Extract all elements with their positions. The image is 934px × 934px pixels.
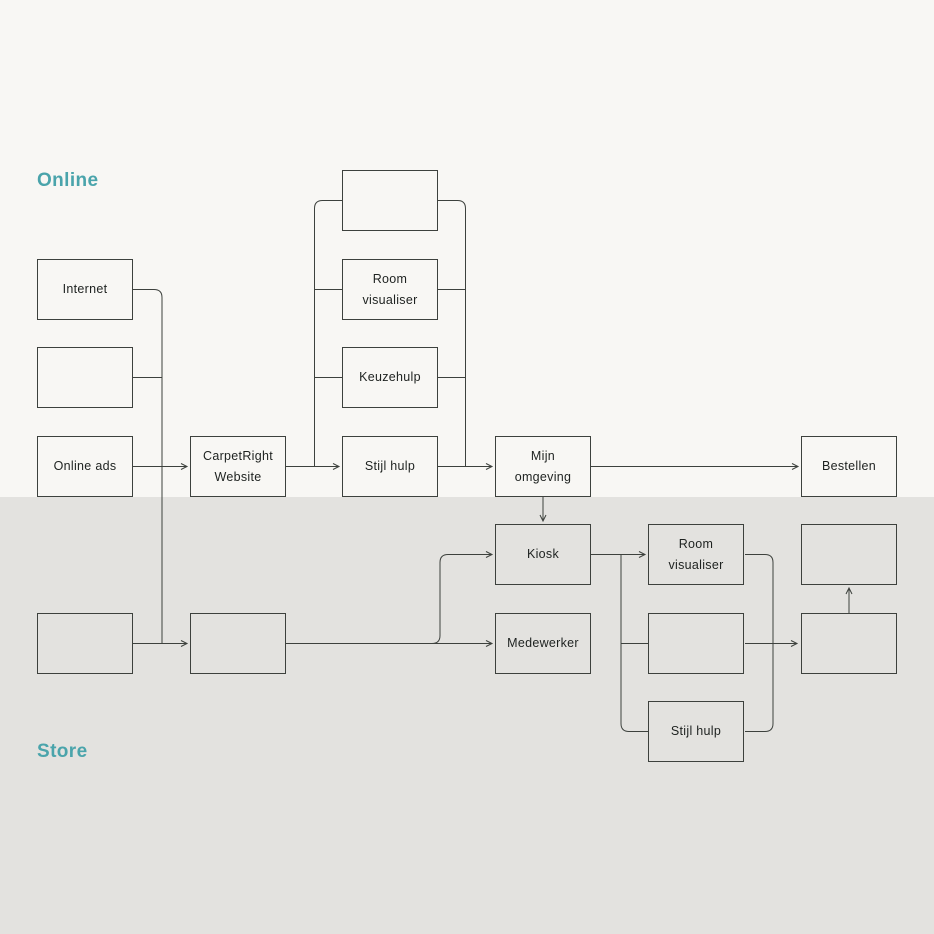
connector-internet-to-store-rail (133, 289, 163, 643)
node-empty-store-mid[interactable] (648, 613, 744, 674)
node-empty-store-top-right[interactable] (801, 524, 897, 585)
rail-online-right (438, 200, 466, 466)
node-internet[interactable]: Internet (37, 259, 133, 320)
node-empty-top[interactable] (342, 170, 438, 231)
node-mijn-omgeving[interactable]: Mijn omgeving (495, 436, 591, 497)
node-empty-store-right[interactable] (801, 613, 897, 674)
node-stijl-hulp-online[interactable]: Stijl hulp (342, 436, 438, 497)
store-section-background (0, 497, 934, 934)
node-room-visualiser-store-label: Room visualiser (668, 536, 724, 572)
node-stijl-hulp-store[interactable]: Stijl hulp (648, 701, 744, 762)
node-mijn-omgeving-label: Mijn omgeving (514, 448, 572, 484)
node-kiosk[interactable]: Kiosk (495, 524, 591, 585)
node-kiosk-label: Kiosk (526, 547, 560, 562)
node-empty-store-mid-left[interactable] (190, 613, 286, 674)
node-online-ads[interactable]: Online ads (37, 436, 133, 497)
node-bestellen-label: Bestellen (821, 459, 877, 474)
node-keuzehulp[interactable]: Keuzehulp (342, 347, 438, 408)
node-stijl-hulp-store-label: Stijl hulp (670, 724, 722, 739)
node-stijl-hulp-online-label: Stijl hulp (364, 459, 416, 474)
node-empty-store-left[interactable] (37, 613, 133, 674)
node-medewerker-label: Medewerker (507, 636, 579, 651)
node-carpetright-website[interactable]: CarpetRight Website (190, 436, 286, 497)
node-room-visualiser-online[interactable]: Room visualiser (342, 259, 438, 320)
node-room-visualiser-store[interactable]: Room visualiser (648, 524, 744, 585)
online-section-label: Online (37, 170, 99, 191)
rail-kiosk-down-to-stijl-hulp (620, 554, 648, 732)
node-room-visualiser-online-label: Room visualiser (362, 271, 418, 307)
store-section-label: Store (37, 741, 88, 762)
node-empty-online-left[interactable] (37, 347, 133, 408)
rail-online-left (314, 200, 342, 466)
node-keuzehulp-label: Keuzehulp (359, 370, 421, 385)
node-carpetright-website-label: CarpetRight Website (203, 448, 273, 484)
node-medewerker[interactable]: Medewerker (495, 613, 591, 674)
node-bestellen[interactable]: Bestellen (801, 436, 897, 497)
connector-branch-to-kiosk (431, 551, 494, 644)
node-online-ads-label: Online ads (53, 459, 117, 474)
node-internet-label: Internet (62, 282, 108, 297)
